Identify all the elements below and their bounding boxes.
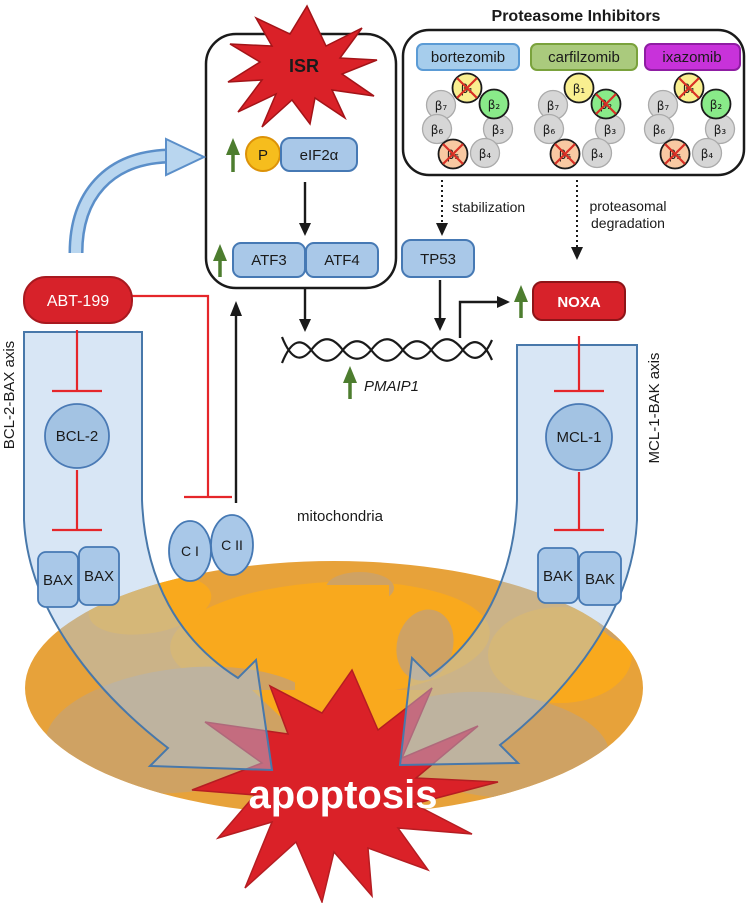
mcl1-circle: MCL-1	[545, 403, 613, 471]
subunit-label: β₃	[492, 123, 505, 137]
subunit-label: β₄	[591, 147, 604, 161]
subunit-label: β₇	[657, 99, 670, 113]
tp53-label: TP53	[420, 251, 456, 268]
isr-label: ISR	[289, 56, 319, 76]
abt199-label: ABT-199	[47, 293, 109, 310]
atf3-box: ATF3	[232, 242, 306, 278]
proteasomal-degradation-line2: degradation	[591, 215, 665, 231]
dna-helix	[280, 336, 494, 364]
subunit-label: β₄	[701, 147, 714, 161]
bak-label: BAK	[543, 568, 573, 585]
mcl1-bak-axis-label: MCL-1-BAK axis	[646, 353, 663, 464]
proteasomal-degradation-line1: proteasomal	[589, 198, 666, 214]
bcl2-circle: BCL-2	[44, 403, 110, 469]
inhibit-mcl1-bak	[554, 472, 604, 532]
green-up-arrows	[213, 138, 528, 399]
subunit-label: β₇	[435, 99, 448, 113]
subunit-label: β₁	[573, 82, 586, 96]
mcl1-label: MCL-1	[556, 429, 601, 446]
noxa-box: NOXA	[532, 281, 626, 321]
proteasome-ring-carfilzomib: β₁ β₂ β₃ β₄ β₅ β₆ β₇	[533, 72, 626, 170]
drug-label: ixazomib	[662, 49, 721, 66]
subunit-label: β₄	[479, 147, 492, 161]
abt199-pill: ABT-199	[23, 276, 133, 324]
subunit-label: β₆	[543, 123, 556, 137]
drug-chip-ixazomib: ixazomib	[644, 43, 741, 71]
subunit-label: β₆	[653, 123, 666, 137]
dotted-arrows	[436, 180, 583, 260]
inhibition-cross	[554, 93, 617, 165]
inhibition-lines	[52, 294, 604, 532]
phospho-circle: P	[245, 136, 281, 172]
arrow-transcription-to-noxa	[458, 300, 498, 338]
eif2a-box: eIF2α	[280, 137, 358, 172]
tp53-box: TP53	[401, 239, 475, 278]
inhibition-cross	[442, 77, 478, 165]
subunit-label: β₃	[714, 123, 727, 137]
complex1-ellipse: C I	[168, 520, 212, 582]
subunit-label: β₆	[431, 123, 444, 137]
atf4-box: ATF4	[305, 242, 379, 278]
black-arrows	[230, 182, 510, 503]
bcl2-label: BCL-2	[56, 428, 99, 445]
drug-label: bortezomib	[431, 49, 505, 66]
drug-chip-carfilzomib: carfilzomib	[530, 43, 638, 71]
curved-activation-arrow	[68, 137, 207, 254]
subunit-label: β₇	[547, 99, 560, 113]
stabilization-label: stabilization	[452, 199, 525, 215]
bak-boxes: BAK BAK	[537, 547, 622, 606]
bak-label: BAK	[585, 571, 615, 588]
complex2-ellipse: C II	[210, 514, 254, 576]
atf4-label: ATF4	[324, 252, 360, 269]
drug-label: carfilzomib	[548, 49, 620, 66]
proteasome-ring-ixazomib: β₁ β₂ β₃ β₄ β₅ β₆ β₇	[643, 72, 736, 170]
inhibit-abt199-complexes	[132, 294, 232, 499]
inhibit-bcl2-bax	[52, 470, 102, 532]
subunit-label: β₃	[604, 123, 617, 137]
inhibit-noxa-mcl1	[554, 336, 604, 393]
subunit-label: β₂	[710, 98, 723, 112]
bcl2-bax-axis-label: BCL-2-BAX axis	[1, 341, 18, 449]
proteasome-panel-title: Proteasome Inhibitors	[492, 8, 661, 25]
apoptosis-burst	[191, 668, 499, 903]
proteasome-ring-bortezomib: β₁ β₂ β₃ β₄ β₅ β₆ β₇	[421, 72, 514, 170]
phospho-label: P	[258, 147, 268, 164]
bax-boxes: BAX BAX	[37, 546, 120, 608]
complex1-label: C I	[181, 543, 199, 559]
subunit-label: β₂	[488, 98, 501, 112]
inhibition-cross	[664, 77, 700, 165]
inhibit-abt199-bcl2	[52, 330, 102, 393]
bax-label: BAX	[43, 572, 73, 589]
pmaip1-label: PMAIP1	[364, 378, 419, 395]
noxa-label: NOXA	[557, 294, 601, 311]
eif2a-label: eIF2α	[300, 147, 339, 164]
isr-burst	[227, 4, 378, 128]
mitochondria-label: mitochondria	[297, 508, 384, 525]
drug-chip-bortezomib: bortezomib	[416, 43, 520, 71]
apoptosis-label: apoptosis	[249, 773, 438, 817]
bax-label: BAX	[84, 568, 114, 585]
complex2-label: C II	[221, 537, 243, 553]
atf3-label: ATF3	[251, 252, 287, 269]
